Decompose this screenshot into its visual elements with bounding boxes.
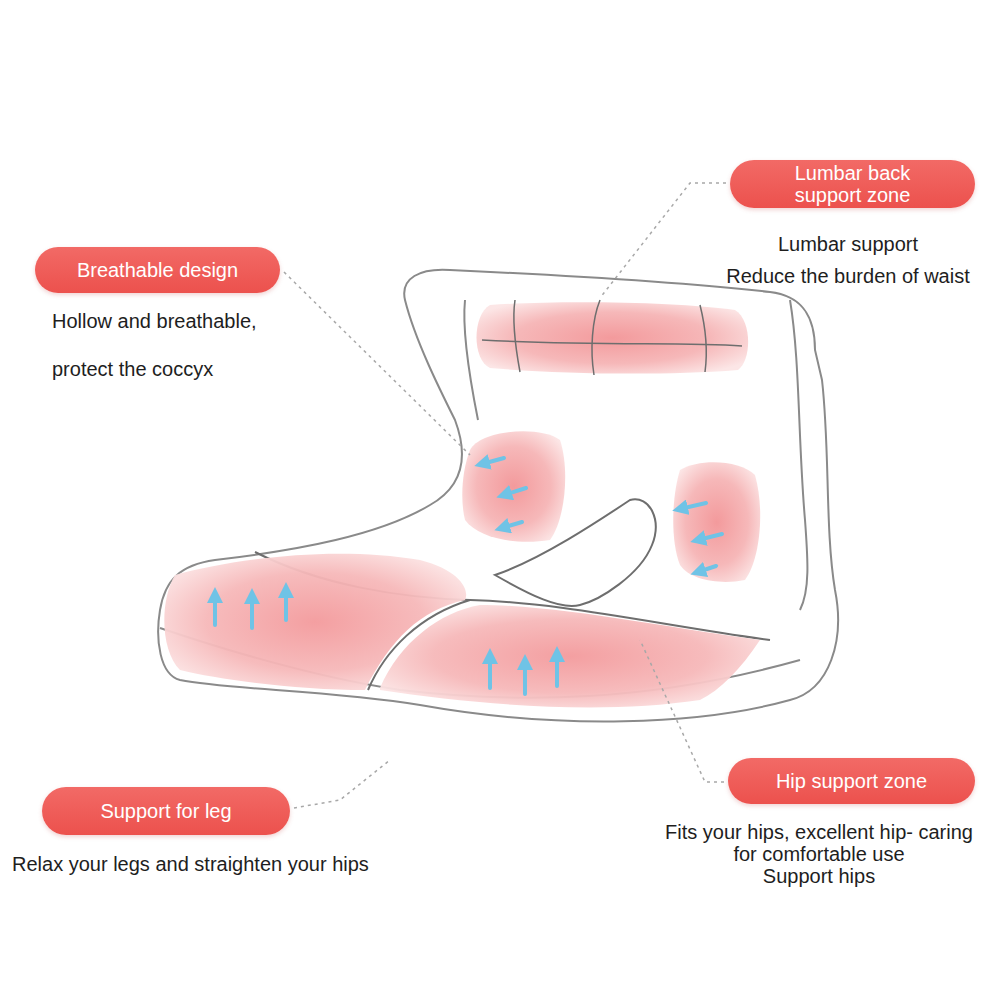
callout: Support for legRelax your legs and strai… [10, 787, 450, 879]
lumbar-seam [592, 300, 600, 375]
lumbar-seam [700, 305, 706, 372]
callout-heading: Lumbar back support zone [775, 162, 930, 206]
callout-heading: Breathable design [47, 258, 268, 282]
backrest-contour [790, 300, 807, 610]
callout-body: Support hips [663, 865, 975, 887]
callout-pill: Support for leg [42, 787, 290, 835]
callout-pill: Lumbar back support zone [730, 160, 975, 208]
callout-body: protect the coccyx [35, 345, 365, 393]
cushion-outline [158, 270, 838, 722]
airflow-arrow [213, 595, 217, 625]
airflow-arrow [555, 654, 559, 686]
side-pad [673, 462, 760, 582]
airflow-arrow [284, 590, 288, 620]
leader-lines [284, 183, 726, 808]
airflow-arrow [680, 503, 706, 509]
callout-heading: Support for leg [54, 799, 278, 823]
lumbar-seam [482, 340, 742, 346]
airflow-arrows [215, 458, 722, 694]
airflow-arrow [482, 458, 504, 464]
callout-body: Hollow and breathable, [35, 297, 365, 345]
leader-line [600, 183, 726, 298]
side-pad [462, 431, 565, 542]
leg-cushion [380, 605, 760, 707]
callout-pill: Breathable design [35, 247, 280, 293]
callout-pill: Hip support zone [728, 758, 975, 804]
airflow-arrow [250, 596, 254, 628]
leader-line [640, 640, 724, 782]
callout: Lumbar back support zoneLumbar supportRe… [700, 160, 996, 292]
leader-line [284, 272, 470, 455]
airflow-arrow [488, 656, 492, 688]
airflow-arrow [698, 566, 716, 572]
callout-body: Lumbar support [700, 228, 996, 260]
airflow-arrow [698, 534, 722, 540]
callout-body: Relax your legs and straighten your hips [10, 849, 450, 879]
callout-body: Reduce the burden of waist [700, 260, 996, 292]
leader-line [294, 760, 390, 808]
lumbar-zone [477, 302, 749, 373]
airflow-arrow [502, 522, 522, 528]
callout: Hip support zoneFits your hips, excellen… [663, 758, 975, 887]
airflow-arrow [523, 662, 527, 694]
airflow-arrow [504, 488, 526, 495]
callout: Breathable designHollow and breathable,p… [35, 247, 365, 393]
lumbar-seam [514, 300, 520, 372]
callout-heading: Hip support zone [740, 769, 963, 793]
coccyx-hollow [495, 499, 656, 606]
callout-body: Fits your hips, excellent hip- caring fo… [663, 821, 975, 865]
backrest-contour [464, 300, 478, 420]
